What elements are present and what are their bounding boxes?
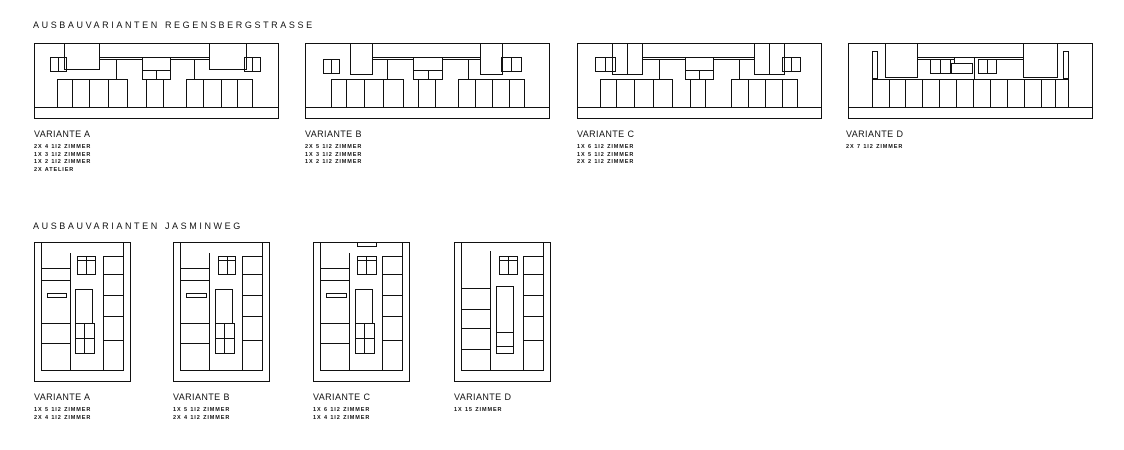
room-line: 1X 6 1I2 ZIMMER	[313, 407, 371, 413]
variant-caption-jasmin-a: VARIANTE A 1X 5 1I2 ZIMMER 2X 4 1I2 ZIMM…	[34, 392, 91, 422]
room-list: 2X 7 1I2 ZIMMER	[846, 144, 903, 152]
room-line: 2X 2 1I2 ZIMMER	[577, 159, 635, 166]
room-list: 1X 5 1I2 ZIMMER 2X 4 1I2 ZIMMER	[173, 407, 230, 422]
room-list: 2X 4 1I2 ZIMMER 1X 3 1I2 ZIMMER 1X 2 1I2…	[34, 144, 91, 174]
room-line: 1X 4 1I2 ZIMMER	[313, 414, 371, 421]
room-line: 1X 5 1I2 ZIMMER	[577, 151, 635, 158]
floor-plan-regensberg-b	[305, 43, 550, 119]
variant-caption-regensberg-d: VARIANTE D 2X 7 1I2 ZIMMER	[846, 129, 903, 152]
floor-plan-regensberg-d	[848, 43, 1093, 119]
section-title-regensbergstrasse: AUSBAUVARIANTEN REGENSBERGSTRASSE	[33, 20, 315, 30]
room-list: 2X 5 1I2 ZIMMER 1X 3 1I2 ZIMMER 1X 2 1I2…	[305, 144, 362, 167]
variant-label: VARIANTE B	[173, 392, 230, 402]
room-line: 2X 7 1I2 ZIMMER	[846, 144, 904, 150]
room-line: 1X 6 1I2 ZIMMER	[577, 144, 635, 150]
room-line: 1X 3 1I2 ZIMMER	[34, 151, 92, 158]
variant-caption-regensberg-c: VARIANTE C 1X 6 1I2 ZIMMER 1X 5 1I2 ZIMM…	[577, 129, 634, 167]
room-list: 1X 5 1I2 ZIMMER 2X 4 1I2 ZIMMER	[34, 407, 91, 422]
room-line: 2X 4 1I2 ZIMMER	[34, 414, 92, 421]
variant-label: VARIANTE B	[305, 129, 362, 139]
room-line: 1X 15 ZIMMER	[454, 407, 503, 413]
room-line: 1X 3 1I2 ZIMMER	[305, 151, 363, 158]
room-list: 1X 6 1I2 ZIMMER 1X 4 1I2 ZIMMER	[313, 407, 370, 422]
variant-label: VARIANTE A	[34, 392, 91, 402]
room-list: 1X 6 1I2 ZIMMER 1X 5 1I2 ZIMMER 2X 2 1I2…	[577, 144, 634, 167]
room-line: 2X 5 1I2 ZIMMER	[305, 144, 363, 150]
variant-caption-jasmin-d: VARIANTE D 1X 15 ZIMMER	[454, 392, 511, 415]
variant-caption-jasmin-b: VARIANTE B 1X 5 1I2 ZIMMER 2X 4 1I2 ZIMM…	[173, 392, 230, 422]
room-line: 1X 2 1I2 ZIMMER	[305, 159, 363, 166]
room-line: 2X 4 1I2 ZIMMER	[34, 144, 92, 150]
room-line: 1X 2 1I2 ZIMMER	[34, 159, 92, 166]
variant-label: VARIANTE A	[34, 129, 91, 139]
room-line: 2X ATELIER	[34, 166, 75, 173]
room-line: 1X 5 1I2 ZIMMER	[34, 407, 92, 413]
floor-plan-jasmin-c	[313, 242, 410, 382]
variant-label: VARIANTE C	[313, 392, 371, 402]
variant-label: VARIANTE D	[846, 129, 904, 139]
floor-plan-regensberg-a	[34, 43, 279, 119]
room-list: 1X 15 ZIMMER	[454, 407, 511, 415]
variant-label: VARIANTE D	[454, 392, 512, 402]
section-title-jasminweg: AUSBAUVARIANTEN JASMINWEG	[33, 221, 243, 231]
variant-label: VARIANTE C	[577, 129, 635, 139]
variant-caption-regensberg-b: VARIANTE B 2X 5 1I2 ZIMMER 1X 3 1I2 ZIMM…	[305, 129, 362, 167]
variant-caption-jasmin-c: VARIANTE C 1X 6 1I2 ZIMMER 1X 4 1I2 ZIMM…	[313, 392, 370, 422]
floor-plan-regensberg-c	[577, 43, 822, 119]
variant-caption-regensberg-a: VARIANTE A 2X 4 1I2 ZIMMER 1X 3 1I2 ZIMM…	[34, 129, 91, 174]
floor-plan-jasmin-d	[454, 242, 551, 382]
room-line: 2X 4 1I2 ZIMMER	[173, 414, 231, 421]
floor-plan-jasmin-a	[34, 242, 131, 382]
room-line: 1X 5 1I2 ZIMMER	[173, 407, 231, 413]
floor-plan-jasmin-b	[173, 242, 270, 382]
